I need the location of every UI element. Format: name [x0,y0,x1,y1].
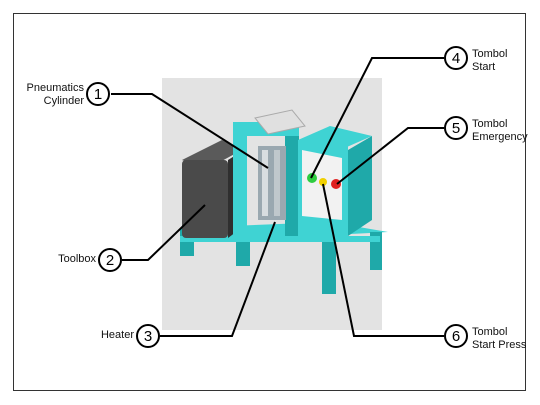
callout-circle-2 [98,248,122,272]
leader-3 [160,221,276,337]
leader-4 [310,57,444,179]
callout-circle-4 [444,46,468,70]
callout-lines [111,57,444,337]
leader-6 [322,183,444,337]
callout-label-5: Tombol Emergency [472,118,528,143]
figure-border [13,13,526,391]
callout-number-2: 2 [106,252,114,269]
leader-1 [111,93,269,169]
callout-label-6: Tombol Start Press [472,326,527,351]
callout-number-4: 4 [452,50,460,67]
callout-label-4: Tombol Start [472,48,508,73]
callout-label-1: Pneumatics Cylinder [26,82,84,107]
callout-number-1: 1 [94,86,102,103]
callout-label-3: Heater [100,329,134,341]
control-panel [298,126,372,236]
callout-number-3: 3 [144,328,152,345]
callout-label-2: Toolbox [58,253,96,265]
callout-circles [86,46,468,348]
start-press-button [319,178,327,186]
leader-5 [336,127,444,185]
callout-circle-6 [444,324,468,348]
emergency-button [331,179,341,189]
press-column [233,109,306,236]
callout-circle-5 [444,116,468,140]
callout-circle-1 [86,82,110,106]
leader-2 [122,204,206,261]
callout-circle-3 [136,324,160,348]
callout-number-5: 5 [452,120,460,137]
callout-number-6: 6 [452,328,460,345]
